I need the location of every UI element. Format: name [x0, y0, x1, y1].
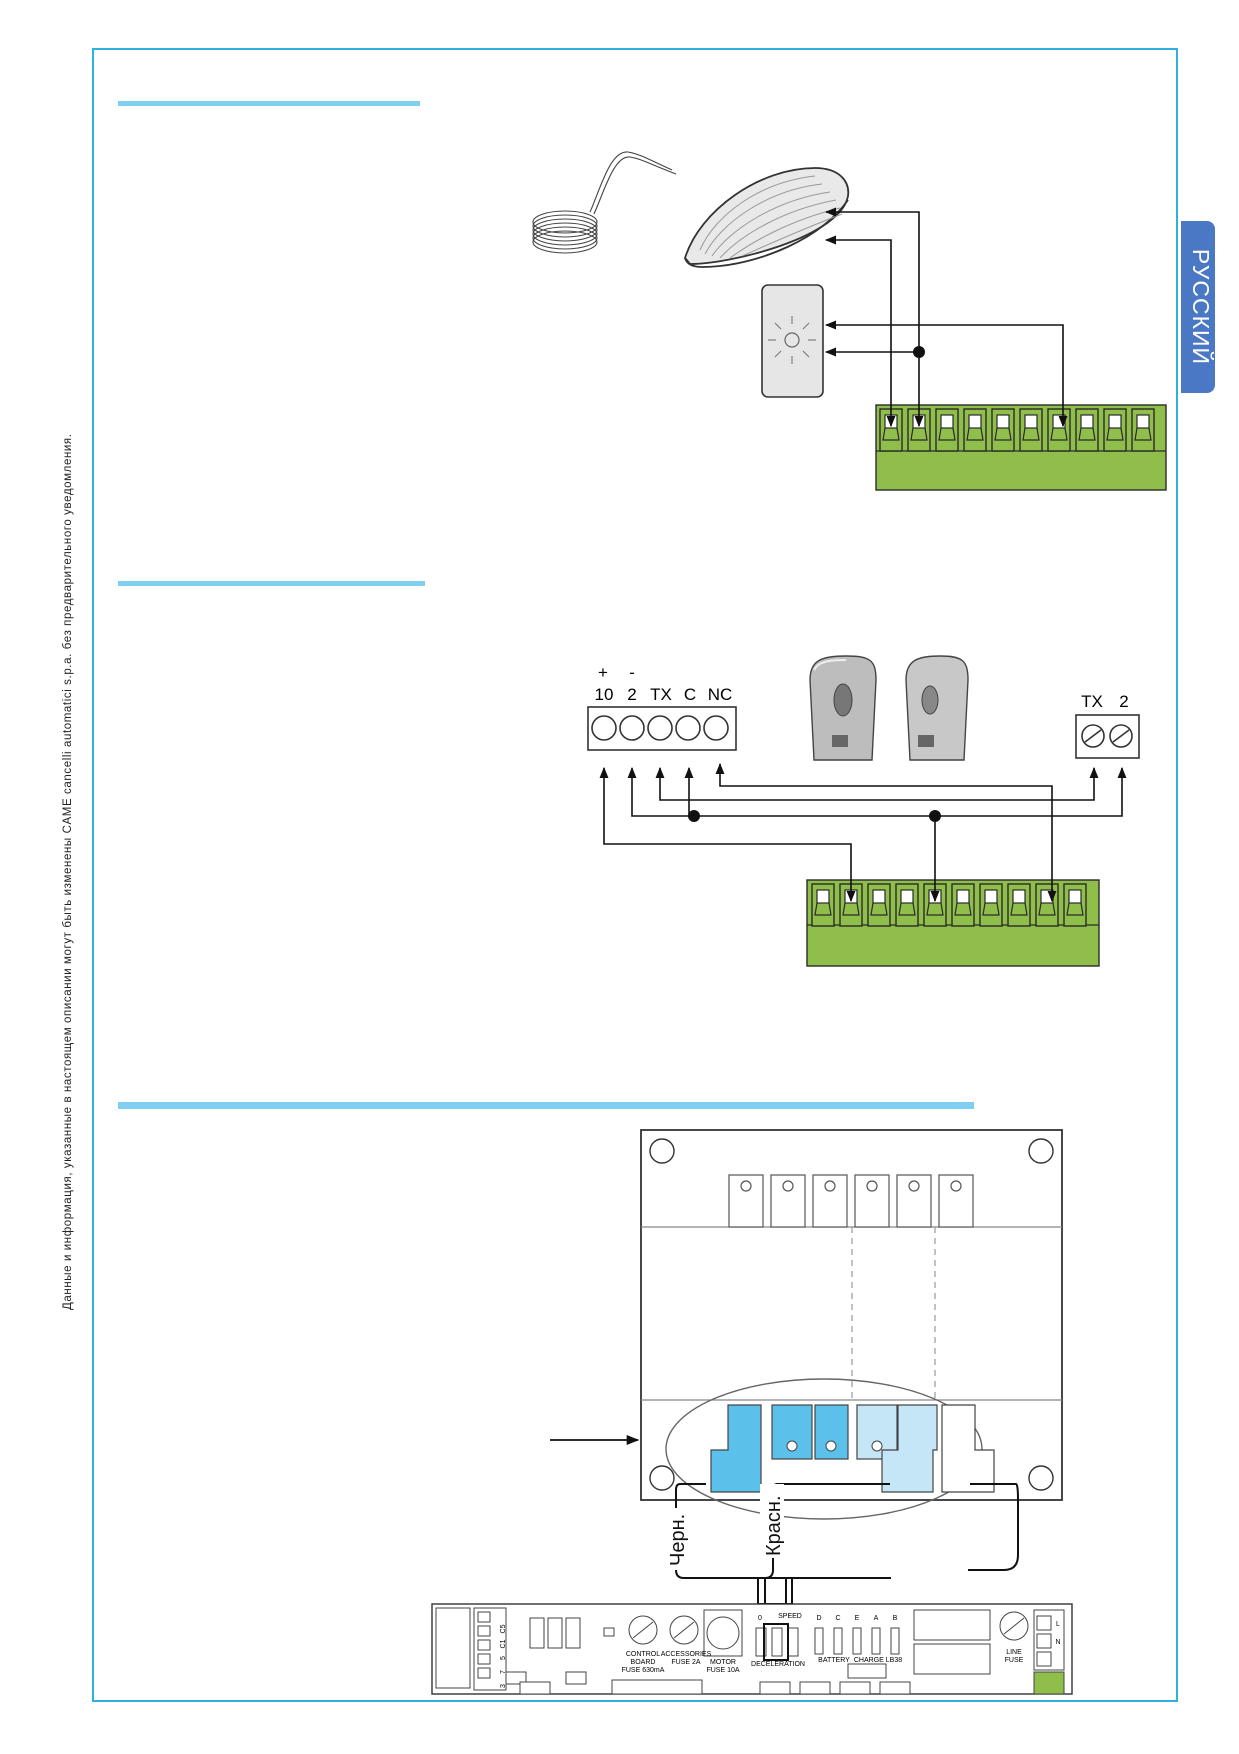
junction-dot	[929, 810, 941, 822]
polarity-plus: +	[598, 663, 608, 682]
board-label-c1: C1	[500, 1639, 507, 1648]
connector-label-b: B	[893, 1615, 898, 1622]
line-terminal-l: L	[1056, 1621, 1060, 1628]
junction-dot	[913, 346, 925, 358]
terminal-label-nc: NC	[708, 685, 733, 704]
terminal-label-2: 2	[627, 685, 636, 704]
connector-label-a: A	[874, 1615, 879, 1622]
cycle-lamp-icon	[761, 284, 824, 398]
dip-label-0: 0	[758, 1615, 762, 1622]
line-fuse-label-2: FUSE	[1005, 1657, 1024, 1664]
accessories-fuse-label-1: ACCESSORIES	[661, 1651, 712, 1658]
control-fuse-label-3: FUSE 630mA	[622, 1667, 665, 1674]
photocell-terminal-strip	[587, 706, 737, 751]
flashing-lamp-icon	[683, 167, 850, 268]
battery-label: BATTERY	[818, 1657, 850, 1664]
control-fuse-label-2: BOARD	[631, 1659, 656, 1666]
wiring-section-2	[599, 762, 1127, 903]
transmitter-label-tx: TX	[1081, 692, 1103, 711]
terminal-label-c: C	[684, 685, 696, 704]
accessories-fuse-label-2: FUSE 2A	[671, 1659, 701, 1666]
connector-label-c: C	[835, 1615, 840, 1622]
transmitter-label-2: 2	[1119, 692, 1128, 711]
card-cables	[675, 1483, 1019, 1605]
charge-label: CHARGE LB38	[854, 1657, 902, 1664]
black-wire-label-bg	[664, 1508, 688, 1570]
expansion-card	[640, 1129, 1063, 1520]
deceleration-label: DECELERATION	[751, 1661, 805, 1668]
connector-label-d: D	[816, 1615, 821, 1622]
page-frame	[92, 48, 1178, 1702]
line-terminal-n: N	[1055, 1639, 1060, 1646]
flashing-lamp-antenna-icon	[532, 151, 677, 254]
board-label-c5: C5	[500, 1624, 507, 1633]
wiring-section-1	[824, 207, 1068, 428]
junction-dot	[688, 810, 700, 822]
section-rule-1	[118, 101, 420, 106]
motor-fuse-label-2: FUSE 10A	[706, 1667, 739, 1674]
red-wire-label: Красн.	[763, 1496, 785, 1557]
connector-label-e: E	[855, 1615, 860, 1622]
photocell-transmitter-icon	[905, 655, 969, 761]
black-wire-label: Черн.	[667, 1514, 689, 1566]
photocell-receiver-icon	[809, 655, 877, 761]
terminal-label-tx: TX	[650, 685, 672, 704]
section-rule-2	[118, 581, 425, 586]
language-tab[interactable]: РУССКИЙ	[1181, 221, 1215, 393]
line-fuse-label-1: LINE	[1006, 1649, 1022, 1656]
control-fuse-label-1: CONTROL	[626, 1651, 660, 1658]
polarity-minus: -	[629, 663, 635, 682]
red-wire-label-bg	[760, 1484, 784, 1558]
motor-fuse-label-1: MOTOR	[710, 1659, 736, 1666]
board-label-7: 7	[500, 1670, 507, 1674]
terminal-label-10: 10	[595, 685, 614, 704]
board-label-3: 3	[500, 1684, 507, 1688]
section-rule-3	[118, 1102, 974, 1109]
dip-label-speed: SPEED	[778, 1613, 802, 1620]
control-board	[431, 1603, 1073, 1695]
board-label-5: 5	[500, 1656, 507, 1660]
transmitter-terminal-strip	[1075, 714, 1140, 759]
